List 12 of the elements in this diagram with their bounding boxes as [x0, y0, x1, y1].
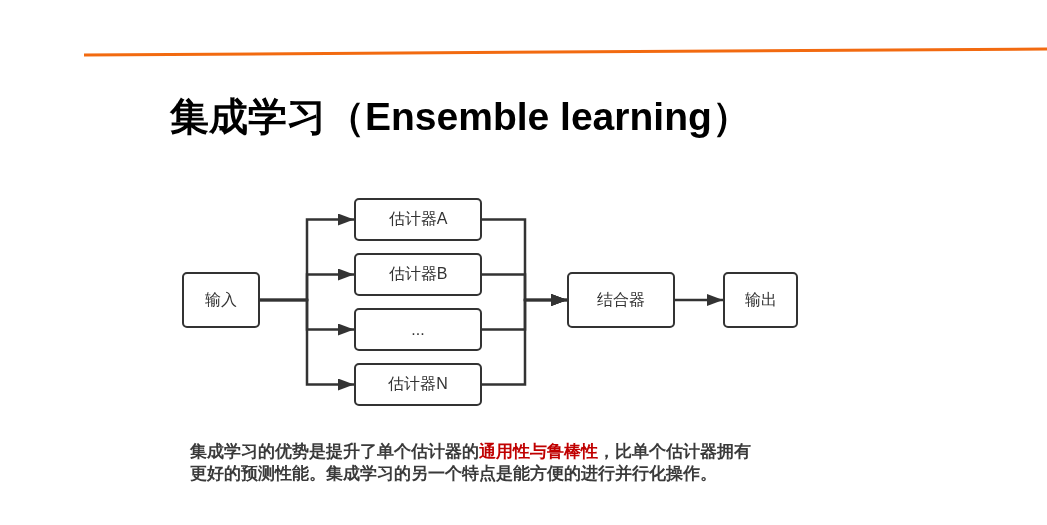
process-box: 估计器N — [354, 363, 482, 406]
process-box: ... — [354, 308, 482, 351]
note-text: 集成学习的优势是提升了单个估计器的通用性与鲁棒性，比单个估计器拥有更好的预测性能。集成学习的另一个特点是能方便的进行并行化操作。 — [190, 441, 752, 485]
title: 集成学习（Ensemble learning） — [170, 94, 751, 140]
process-box: 输出 — [723, 272, 798, 328]
process-box: 估计器A — [354, 198, 482, 241]
process-box: 结合器 — [567, 272, 675, 328]
arrow — [482, 294, 567, 386]
arrow — [675, 294, 723, 306]
arrow — [260, 298, 354, 391]
process-box: 估计器B — [354, 253, 482, 296]
process-box: 输入 — [182, 272, 260, 328]
